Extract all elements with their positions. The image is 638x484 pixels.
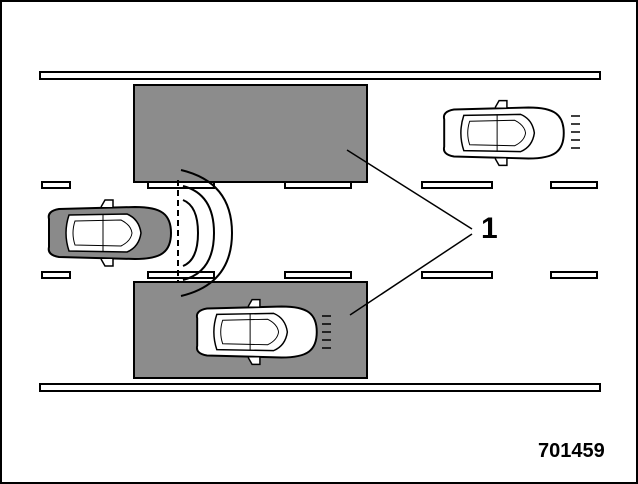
callout-leader-lines — [346, 149, 473, 316]
figure-id: 701459 — [538, 440, 605, 462]
road — [39, 71, 601, 392]
callout-label-1: 1 — [481, 212, 498, 245]
detection-zone-upper — [133, 84, 368, 183]
own-vehicle — [47, 199, 172, 267]
radar-waves — [177, 169, 234, 297]
vehicle-right-upper-lane — [442, 99, 565, 167]
road-edge-bottom — [39, 383, 601, 392]
road-edge-top — [39, 71, 601, 80]
motion-lines-upper-car — [571, 115, 580, 149]
lane-markings-lower — [41, 271, 598, 279]
motion-lines-lower-car — [322, 315, 331, 349]
vehicle-in-lower-zone — [195, 298, 318, 366]
